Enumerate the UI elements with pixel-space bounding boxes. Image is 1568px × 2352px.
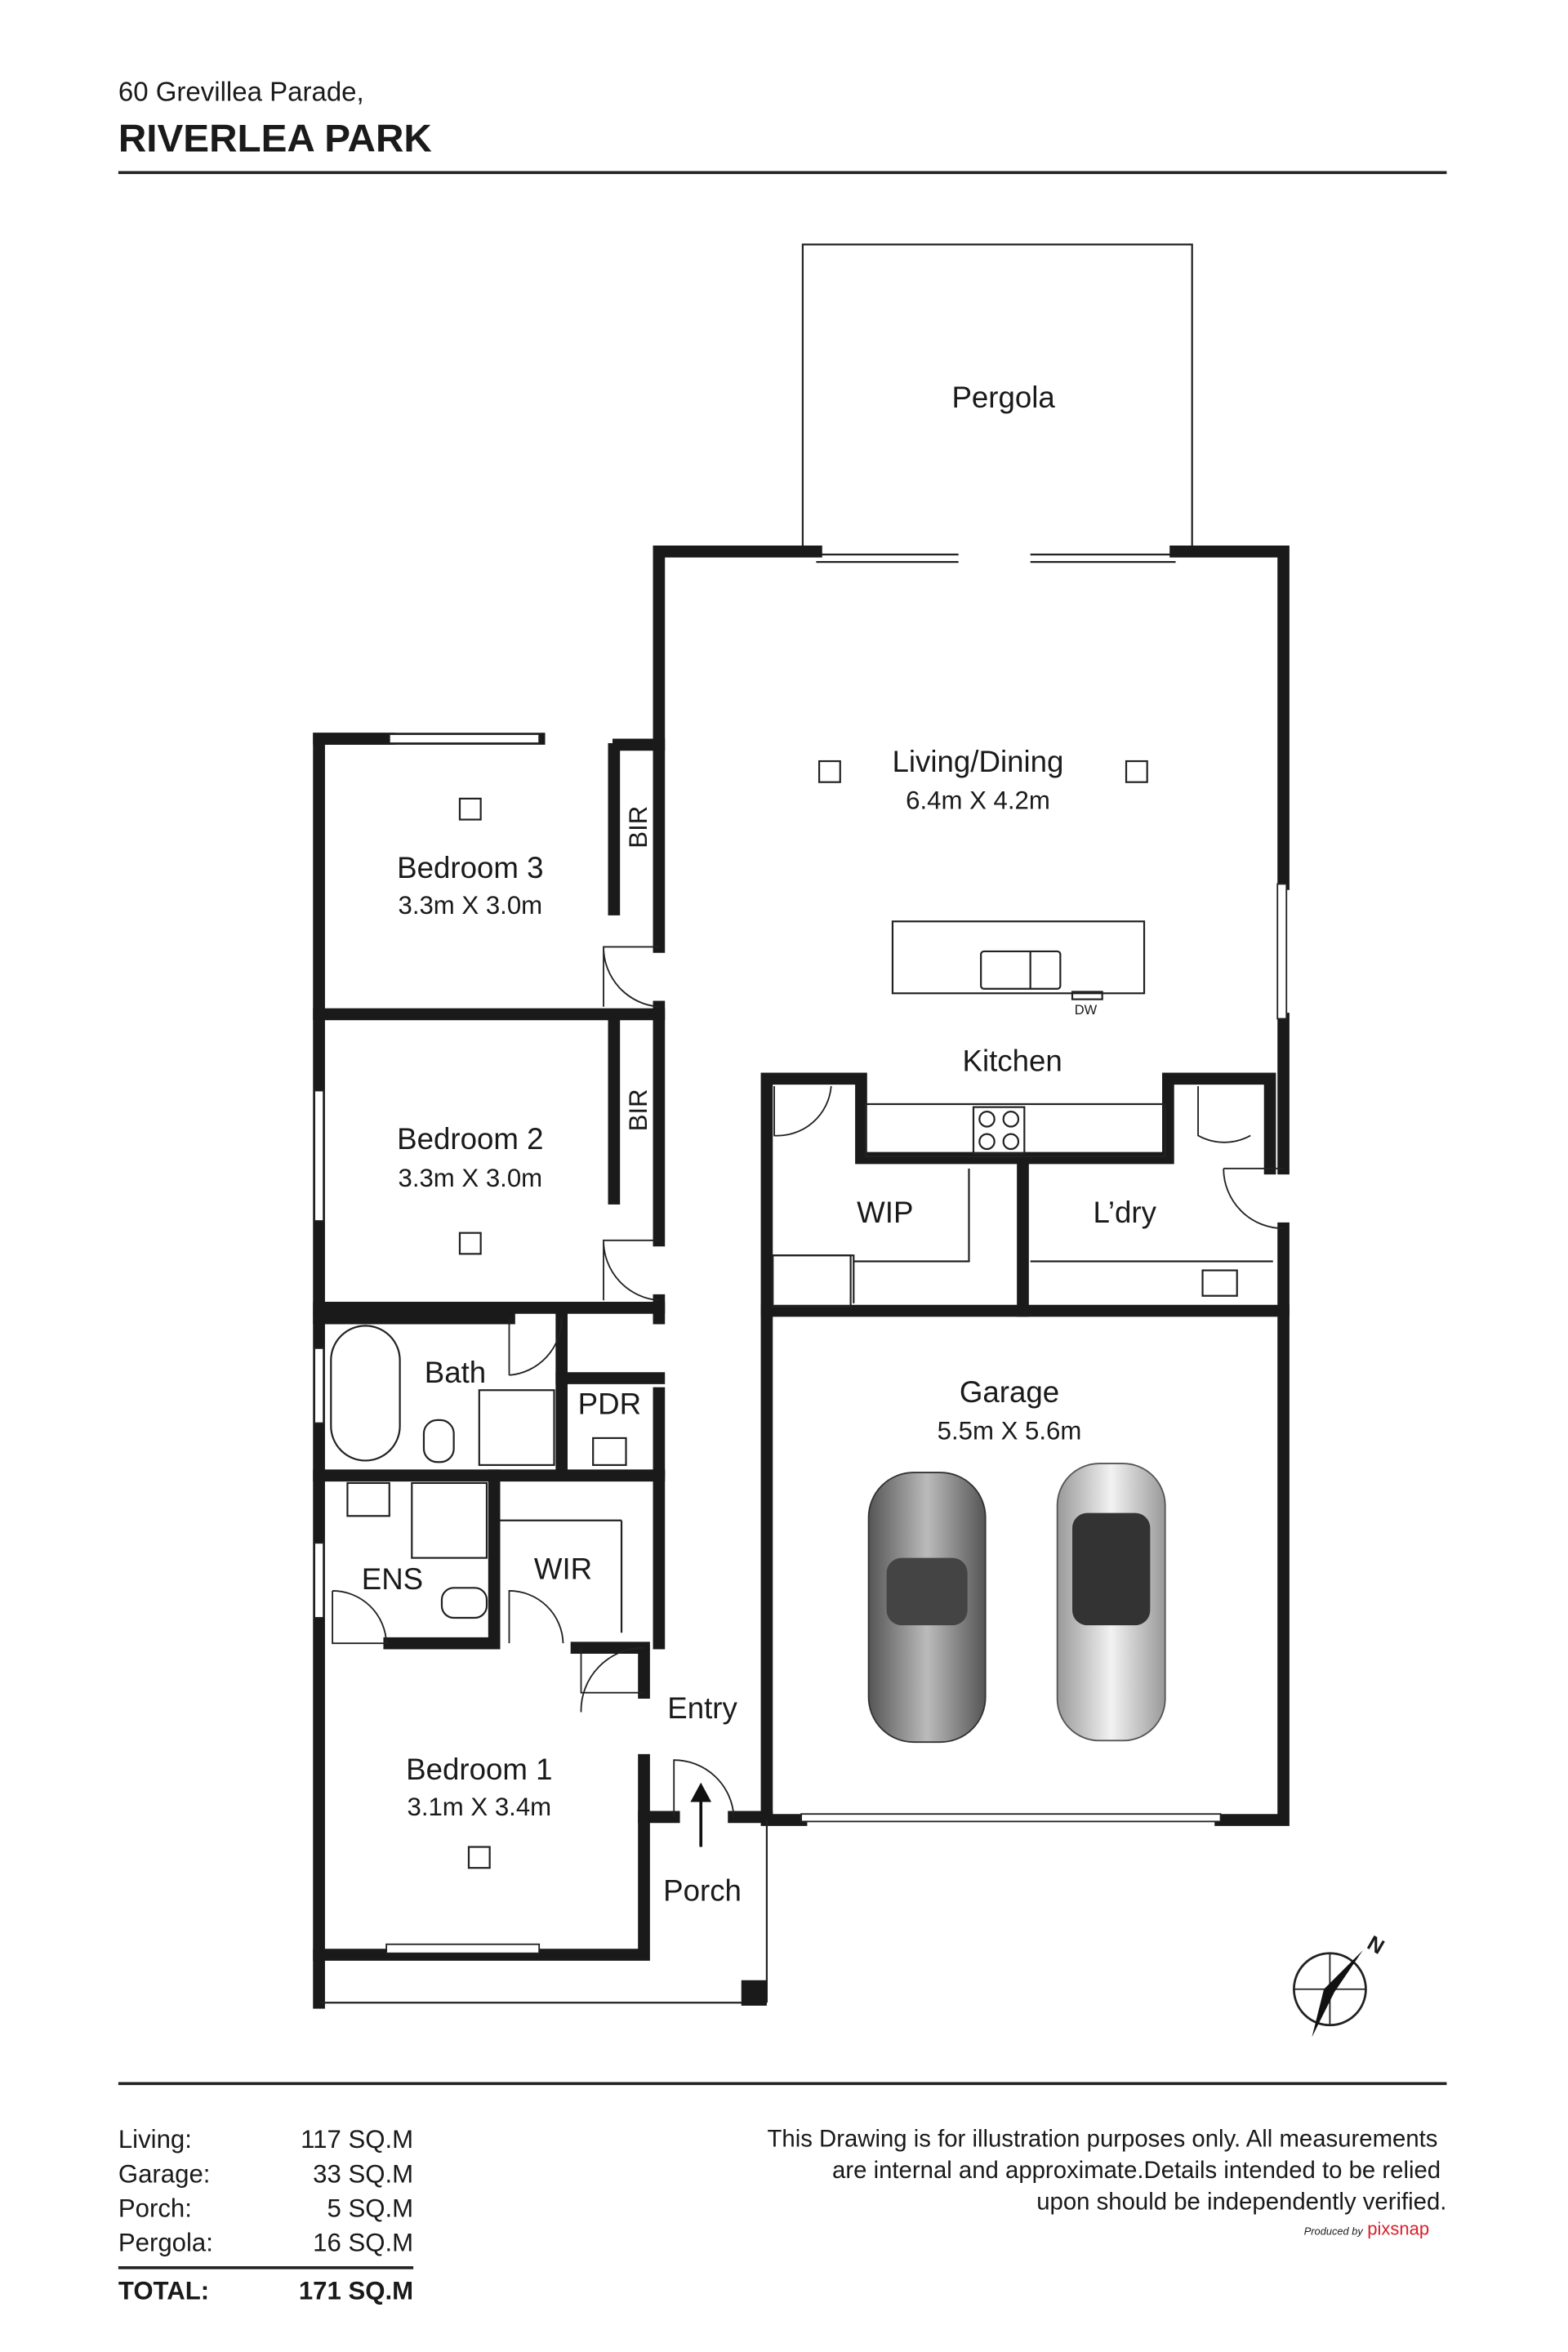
suburb-title: RIVERLEA PARK [118, 118, 432, 161]
produced-by-label: Produced by [1304, 2225, 1365, 2238]
sink-icon [980, 950, 1062, 990]
car-light [1056, 1463, 1166, 1742]
ens-vanity [346, 1481, 390, 1517]
kitchen-bench [864, 1102, 1166, 1158]
car-dark [867, 1472, 987, 1744]
disclaimer-line: upon should be independently verified. [1036, 2188, 1446, 2215]
living-label: Living/Dining [893, 745, 1064, 778]
basin-icon [592, 1437, 627, 1467]
bedroom3-label: Bedroom 3 [397, 851, 543, 884]
area-value: 5 SQ.M [327, 2194, 414, 2222]
garage-size: 5.5m X 5.6m [938, 1417, 1082, 1446]
pdr-label: PDR [578, 1388, 641, 1421]
toilet-icon [422, 1419, 455, 1463]
wip-label: WIP [857, 1196, 913, 1229]
entry-label: Entry [667, 1691, 737, 1725]
total-value: 171 SQ.M [299, 2276, 413, 2305]
porch-label: Porch [663, 1874, 742, 1908]
bath-label: Bath [425, 1356, 486, 1389]
pergola [801, 243, 1193, 564]
area-label: Living: [118, 2125, 192, 2154]
disclaimer-line: are internal and approximate.Details int… [832, 2157, 1441, 2184]
walls [313, 545, 1290, 2009]
bedroom2-label: Bedroom 2 [397, 1122, 543, 1156]
ens-shower-icon [411, 1481, 488, 1559]
credit-logo: Produced by pixsnap [1304, 2219, 1429, 2239]
kitchen-island [891, 920, 1146, 995]
wir-label: WIR [534, 1552, 592, 1585]
entry-arrow-icon [690, 1782, 712, 1847]
light-icons [458, 760, 1148, 1869]
area-label: Garage: [118, 2159, 211, 2188]
room-labels: Pergola Living/Dining 6.4m X 4.2m DW Kit… [362, 381, 1157, 1907]
bir3-label: BIR [624, 806, 653, 849]
bedroom1-label: Bedroom 1 [406, 1753, 552, 1786]
trough-icon [1201, 1269, 1238, 1297]
dw-label: DW [1075, 1003, 1098, 1018]
compass-icon: N [1293, 1931, 1388, 2038]
shower-icon [478, 1389, 555, 1467]
ens-label: ENS [362, 1562, 423, 1596]
bathtub-icon [330, 1325, 401, 1462]
total-label: TOTAL: [118, 2276, 209, 2305]
compass-north-label: N [1363, 1931, 1388, 1959]
laundry-label: L’dry [1093, 1196, 1156, 1229]
disclaimer: This Drawing is for illustration purpose… [767, 2125, 1446, 2215]
disclaimer-line: This Drawing is for illustration purpose… [767, 2125, 1437, 2152]
living-size: 6.4m X 4.2m [906, 786, 1050, 815]
fixtures [330, 760, 1273, 1869]
area-label: Porch: [118, 2194, 192, 2222]
cooktop-icon [972, 1106, 1026, 1155]
ens-toilet-icon [440, 1587, 488, 1619]
area-value: 117 SQ.M [301, 2125, 413, 2154]
area-value: 16 SQ.M [313, 2229, 413, 2257]
area-value: 33 SQ.M [313, 2159, 413, 2188]
pergola-label: Pergola [951, 381, 1055, 414]
windows [314, 733, 1288, 1954]
doors [332, 946, 1284, 1817]
bedroom1-size: 3.1m X 3.4m [408, 1793, 552, 1821]
bir2-label: BIR [624, 1089, 653, 1131]
garage-label: Garage [960, 1375, 1059, 1409]
area-label: Pergola: [118, 2229, 213, 2257]
kitchen-label: Kitchen [963, 1045, 1062, 1078]
bedroom3-size: 3.3m X 3.0m [399, 891, 543, 920]
pixsnap-logo: pixsnap [1367, 2219, 1429, 2239]
address-line: 60 Grevillea Parade, [118, 76, 364, 106]
bedroom2-size: 3.3m X 3.0m [399, 1164, 543, 1192]
area-table: Living: 117 SQ.M Garage: 33 SQ.M Porch: … [118, 2125, 414, 2305]
